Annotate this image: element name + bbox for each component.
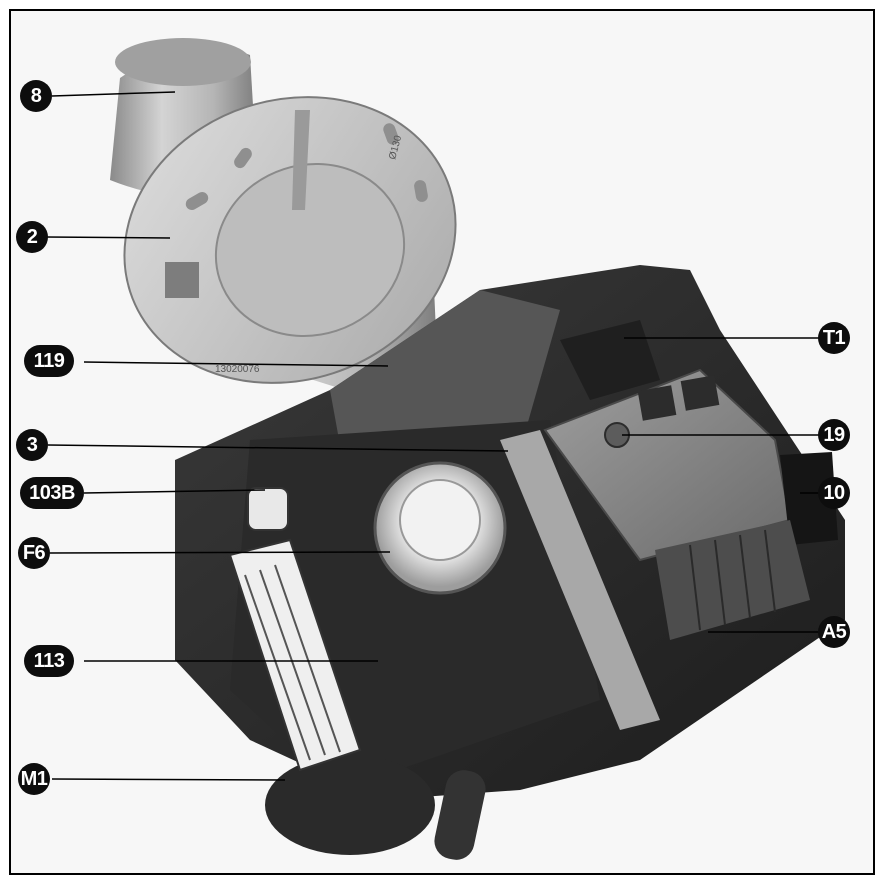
leader-m1: [51, 778, 286, 781]
callout-2: 2: [16, 221, 48, 253]
callout-119: 119: [24, 345, 74, 377]
callout-f6: F6: [18, 537, 50, 569]
callout-a5: A5: [818, 616, 850, 648]
leader-8: [51, 91, 176, 97]
callout-m1: M1: [18, 763, 50, 795]
callout-19: 19: [818, 419, 850, 451]
leader-119: [83, 361, 389, 367]
callout-3: 3: [16, 429, 48, 461]
control-box: [543, 320, 838, 640]
leader-103b: [83, 489, 266, 494]
leader-2: [45, 236, 171, 239]
leader-3: [47, 444, 509, 452]
leader-lines: [45, 91, 822, 781]
callout-8: 8: [20, 80, 52, 112]
flange-code-2: 13020076: [215, 364, 260, 375]
leader-f6: [49, 551, 391, 554]
mounting-flange: Ø130 13020076: [123, 96, 457, 384]
callout-113: 113: [24, 645, 74, 677]
callout-10: 10: [818, 477, 850, 509]
callout-103b: 103B: [20, 477, 84, 509]
air-damper: [228, 487, 362, 772]
callout-t1: T1: [818, 322, 850, 354]
fan-assembly: [265, 461, 507, 860]
